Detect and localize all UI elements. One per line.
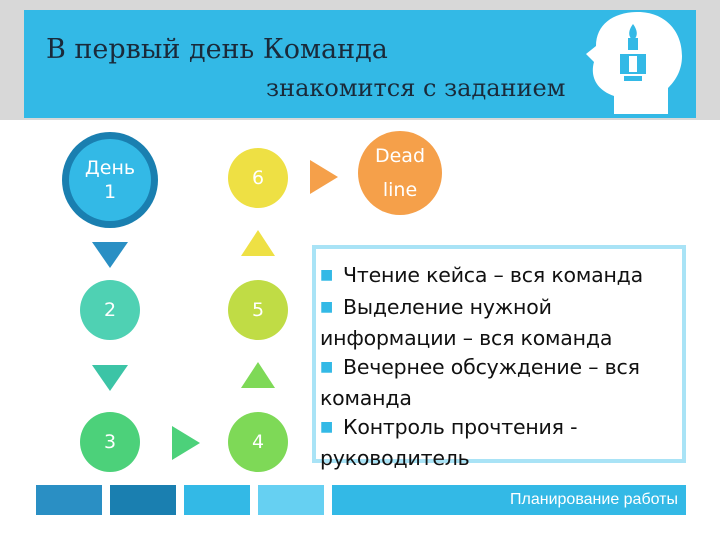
- step-deadline: Dead line: [358, 131, 442, 215]
- step-deadline-line1: Dead: [374, 145, 426, 167]
- task-text: Чтение кейса – вся команда: [343, 263, 644, 287]
- task-text: Выделение нужной информации – вся команд…: [320, 294, 613, 351]
- arrow-down-2-3: [92, 365, 128, 391]
- footer-block-2: [110, 485, 176, 515]
- step-2: 2: [80, 280, 140, 340]
- tasks-box: ■Чтение кейса – вся команда ■Выделение н…: [312, 245, 686, 470]
- step-2-label: 2: [103, 299, 117, 321]
- step-deadline-line2: line: [382, 179, 418, 201]
- task-item: ■ Чтение кейса – вся команда: [320, 261, 682, 293]
- head-lightbulb-icon: [586, 12, 682, 114]
- step-4-label: 4: [251, 431, 265, 453]
- task-item: ■Контроль прочтения - руководитель: [320, 413, 682, 473]
- step-day-1-line2: 1: [103, 181, 117, 203]
- title-line-1: В первый день Команда: [46, 34, 388, 65]
- tasks-list: ■Чтение кейса – вся команда ■Выделение н…: [316, 249, 682, 470]
- arrow-right-6-deadline: [310, 160, 338, 194]
- title-line-2: знакомится с заданием: [266, 74, 566, 102]
- step-3-label: 3: [103, 431, 117, 453]
- arrow-up-5-6: [241, 230, 275, 256]
- task-item: ■Вечернее обсуждение – вся команда: [320, 353, 682, 413]
- task-text: Вечернее обсуждение – вся команда: [320, 354, 640, 411]
- footer-label: Планирование работы: [332, 485, 686, 515]
- square-bullet-icon: ■: [320, 298, 334, 315]
- step-3: 3: [80, 412, 140, 472]
- footer-block-3: [184, 485, 250, 515]
- step-6: 6: [228, 148, 288, 208]
- arrow-down-1-2: [92, 242, 128, 268]
- square-bullet-icon: ■: [320, 358, 334, 375]
- step-day-1-line1: День: [84, 157, 136, 179]
- arrow-right-3-4: [172, 426, 200, 460]
- step-6-label: 6: [251, 167, 265, 189]
- step-5: 5: [228, 280, 288, 340]
- header-banner: [24, 10, 696, 118]
- task-item: ■Выделение нужной информации – вся коман…: [320, 293, 682, 353]
- footer-block-4: [258, 485, 324, 515]
- step-4: 4: [228, 412, 288, 472]
- task-text: Контроль прочтения - руководитель: [320, 414, 578, 471]
- footer-block-1: [36, 485, 102, 515]
- square-bullet-icon: ■: [320, 267, 334, 283]
- step-5-label: 5: [251, 299, 265, 321]
- step-day-1: День 1: [62, 132, 158, 228]
- arrow-up-4-5: [241, 362, 275, 388]
- square-bullet-icon: ■: [320, 418, 334, 435]
